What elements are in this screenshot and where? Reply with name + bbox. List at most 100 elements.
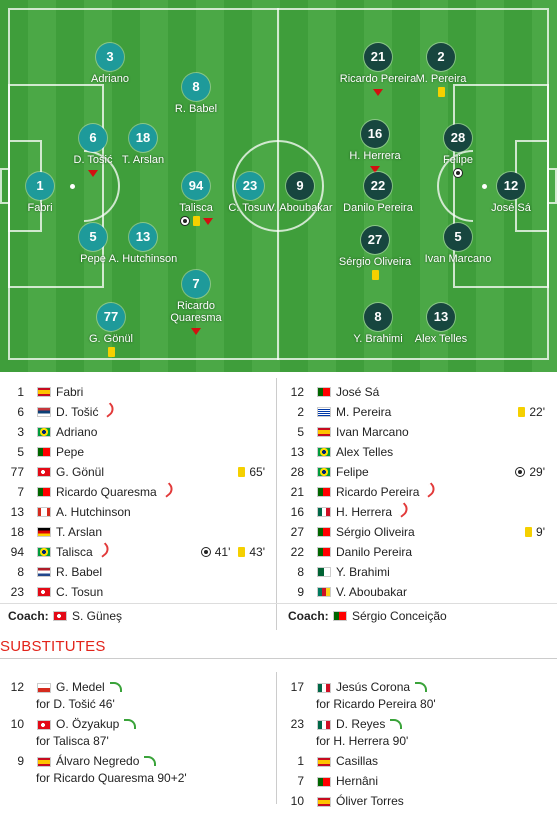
player-name-text[interactable]: D. Tošić: [56, 405, 99, 419]
player-name[interactable]: Fabri: [56, 382, 83, 402]
player-name-text[interactable]: M. Pereira: [336, 405, 392, 419]
player-name-text[interactable]: R. Babel: [56, 565, 103, 579]
player-name[interactable]: Ricardo Pereira: [336, 482, 439, 502]
player-name-text[interactable]: José Sá: [336, 385, 380, 399]
player-name-text[interactable]: V. Aboubakar: [336, 585, 407, 599]
away-coach-name[interactable]: Sérgio Conceição: [352, 609, 447, 623]
player-name-text[interactable]: Alex Telles: [336, 445, 394, 459]
player-name-text[interactable]: Felipe: [336, 465, 369, 479]
substitute-name[interactable]: Óliver Torres: [336, 793, 555, 810]
player-name-text[interactable]: Pepe: [56, 445, 85, 459]
player-name[interactable]: A. Hutchinson: [56, 502, 131, 522]
player-name-text[interactable]: G. Gönül: [56, 465, 105, 479]
substitute-name[interactable]: O. Özyakup: [56, 716, 275, 733]
player-name-text[interactable]: Sérgio Oliveira: [336, 525, 415, 539]
player-name-text[interactable]: Ricardo Pereira: [336, 485, 420, 499]
substitute-name[interactable]: G. Medel: [56, 679, 275, 696]
player-name-text[interactable]: Ivan Marcano: [336, 425, 409, 439]
player-name-text[interactable]: Ricardo Quaresma: [56, 485, 157, 499]
player-name[interactable]: T. Arslan: [56, 522, 102, 542]
player-name[interactable]: V. Aboubakar: [336, 582, 407, 602]
player-name[interactable]: José Sá: [336, 382, 379, 402]
substitute-name[interactable]: Jesús Corona: [336, 679, 555, 696]
player-name-text[interactable]: A. Hutchinson: [56, 505, 131, 519]
player-name-text[interactable]: H. Herrera: [336, 505, 393, 519]
player-name-text[interactable]: Adriano: [56, 425, 98, 439]
player-name[interactable]: D. Tošić: [56, 402, 118, 422]
player-name[interactable]: Sérgio Oliveira: [336, 522, 415, 542]
player-name[interactable]: Adriano: [56, 422, 97, 442]
substitute-name[interactable]: Casillas: [336, 753, 555, 770]
substitute-name-text[interactable]: Casillas: [336, 754, 379, 768]
player-name[interactable]: Ricardo Quaresma: [56, 482, 176, 502]
substitute-name-text[interactable]: G. Medel: [56, 680, 105, 694]
substitute-name-text[interactable]: D. Reyes: [336, 717, 386, 731]
player-name[interactable]: Pepe: [56, 442, 84, 462]
player-name-text[interactable]: Talisca: [56, 545, 93, 559]
substitute-name[interactable]: D. Reyes: [336, 716, 555, 733]
substitute-name-text[interactable]: Óliver Torres: [336, 794, 404, 808]
player-name[interactable]: G. Gönül: [56, 462, 104, 482]
player-name[interactable]: Alex Telles: [336, 442, 393, 462]
substitute-name-text[interactable]: Álvaro Negredo: [56, 754, 140, 768]
substitute-name-text[interactable]: O. Özyakup: [56, 717, 120, 731]
player-name[interactable]: Felipe: [336, 462, 369, 482]
player-name-text[interactable]: Danilo Pereira: [336, 545, 413, 559]
substitute-name-text[interactable]: Jesús Corona: [336, 680, 411, 694]
substitute-name[interactable]: Hernâni: [336, 773, 555, 790]
player-name[interactable]: Ivan Marcano: [336, 422, 409, 442]
player-name-text[interactable]: C. Tosun: [56, 585, 104, 599]
substitute-name[interactable]: Álvaro Negredo: [56, 753, 275, 770]
player-name[interactable]: C. Tosun: [56, 582, 103, 602]
player-name[interactable]: R. Babel: [56, 562, 102, 582]
player-name[interactable]: Y. Brahimi: [336, 562, 390, 582]
player-name-text[interactable]: T. Arslan: [56, 525, 103, 539]
